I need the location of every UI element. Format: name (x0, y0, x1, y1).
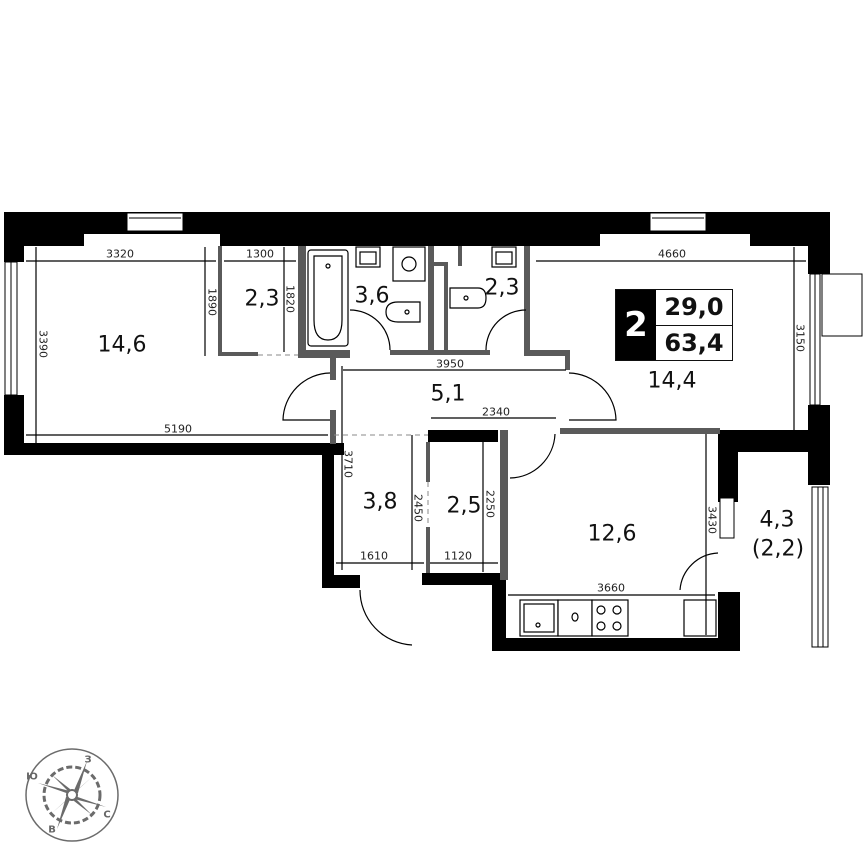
room-area-loggia: 4,3 (759, 507, 795, 533)
room-area-corridor: 5,1 (430, 381, 466, 407)
dim-label: 5190 (164, 422, 192, 436)
dim-label: 2450 (411, 494, 425, 522)
plan-summary-badge: 2 29,0 63,4 (615, 289, 733, 361)
plumbing-fixtures (355, 246, 517, 323)
dim-label: 3950 (436, 357, 464, 371)
room-area-toilet: 2,3 (484, 275, 520, 301)
dim-label: 3710 (341, 450, 355, 478)
dim-label: 3150 (793, 324, 807, 352)
compass-west: З (84, 754, 92, 766)
dim-label: 4660 (658, 247, 686, 261)
dim-label: 3390 (36, 330, 50, 358)
dim-label: 1890 (205, 288, 219, 316)
windows (4, 212, 863, 648)
compass-east: В (48, 824, 56, 836)
dashed-boundaries (258, 354, 429, 527)
compass-south: Ю (26, 771, 38, 783)
room-area-bathroom: 3,6 (354, 283, 390, 309)
dim-label: 1820 (283, 285, 297, 313)
compass-rose: З Ю С В (22, 745, 122, 845)
dim-label: 2340 (482, 405, 510, 419)
partitions (218, 246, 720, 580)
dim-label: 1300 (246, 247, 274, 261)
dim-label: 1610 (360, 549, 388, 563)
compass-north: С (103, 809, 111, 821)
room-area-bedroom-left: 14,6 (97, 332, 147, 358)
total-area: 63,4 (664, 328, 724, 357)
room-area-closet: 2,5 (446, 493, 482, 519)
doors (282, 309, 719, 646)
dim-label: 3320 (106, 247, 134, 261)
area-summary: 29,0 63,4 (656, 290, 732, 360)
dim-label: 3660 (597, 581, 625, 595)
room-count: 2 (616, 290, 656, 360)
compass-icon (25, 748, 119, 842)
dim-label: 2250 (483, 490, 497, 518)
dim-label: 3430 (705, 506, 719, 534)
living-area: 29,0 (656, 290, 732, 326)
dim-label: 1120 (444, 549, 472, 563)
exterior-walls (4, 212, 830, 651)
room-area-storage: 2,3 (244, 286, 280, 312)
dimension-lines (26, 247, 806, 635)
kitchen-counter (519, 599, 717, 637)
room-area-bedroom-right: 14,4 (647, 368, 697, 394)
room-area-hallway: 3,8 (362, 489, 398, 515)
room-area-loggia-reduced: (2,2) (751, 536, 805, 562)
room-area-kitchen: 12,6 (587, 521, 637, 547)
bathtub (307, 249, 349, 347)
